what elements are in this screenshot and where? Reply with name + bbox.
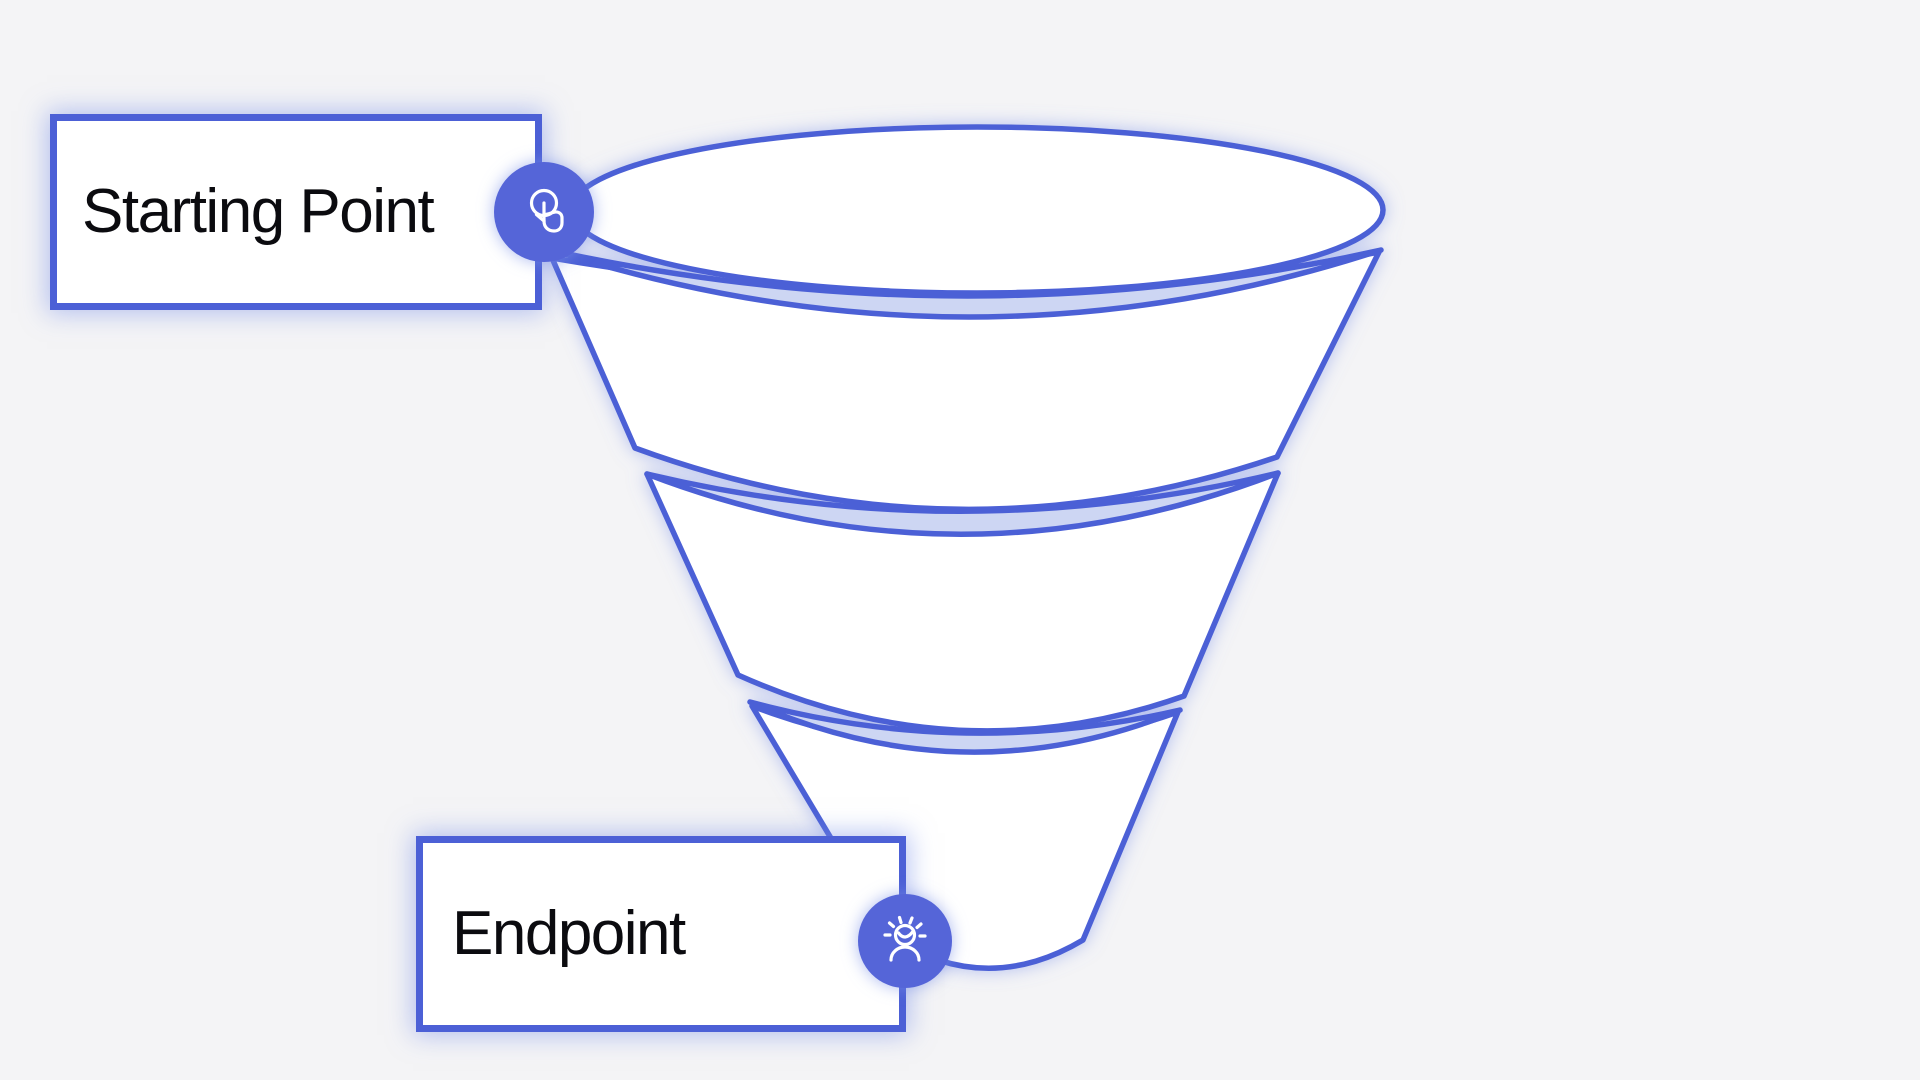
- start-node-badge[interactable]: [494, 162, 594, 262]
- funnel-rim: [568, 124, 1386, 296]
- start-node-label: Starting Point: [82, 177, 435, 246]
- end-node-label: Endpoint: [452, 899, 686, 968]
- start-node-box[interactable]: Starting Point: [50, 114, 542, 310]
- funnel-band-2: [644, 470, 1281, 537]
- person-idea-icon: [883, 915, 927, 962]
- tap-gesture-icon: [529, 188, 564, 233]
- funnel-band-3: [747, 699, 1183, 755]
- funnel-band-1: [555, 247, 1384, 320]
- end-node-box[interactable]: Endpoint: [416, 836, 906, 1032]
- end-node-badge[interactable]: [858, 894, 952, 988]
